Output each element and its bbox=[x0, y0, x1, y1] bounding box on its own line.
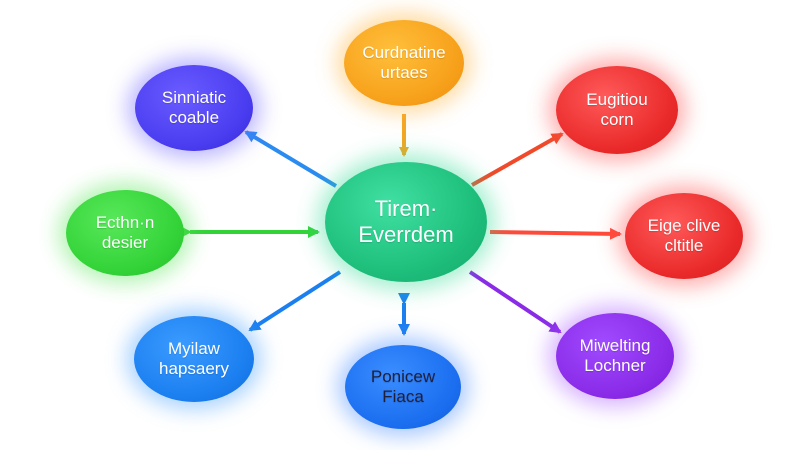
node-top-left[interactable]: Sinniatic coable bbox=[135, 65, 253, 151]
node-top-right[interactable]: Eugitiou corn bbox=[556, 66, 678, 154]
node-left-line-2: desier bbox=[101, 233, 149, 252]
node-bottom-line-1: Ponicew bbox=[370, 366, 436, 386]
center-node-line-1: Tirem· bbox=[374, 195, 438, 221]
center-node[interactable]: Tirem· Everrdem bbox=[325, 162, 487, 282]
node-bottom-right[interactable]: Miwelting Lochner bbox=[556, 313, 674, 399]
connector-bottom-right bbox=[468, 270, 562, 334]
node-bottom-left-line-1: Myilaw bbox=[168, 338, 220, 358]
node-top-left-line-1: Sinniatic bbox=[161, 87, 227, 107]
node-top-line-2: urtaes bbox=[380, 63, 428, 82]
node-right-line-2: cltitle bbox=[664, 236, 704, 255]
node-left-line-1: Ecthn·n bbox=[95, 212, 155, 232]
node-top-right-line-2: corn bbox=[600, 110, 634, 129]
connector-right bbox=[489, 227, 622, 240]
node-bottom-left[interactable]: Myilaw hapsaery bbox=[134, 316, 254, 402]
node-top[interactable]: Curdnatine urtaes bbox=[344, 20, 464, 106]
node-bottom-right-line-2: Lochner bbox=[584, 356, 646, 375]
connector-top-right bbox=[471, 132, 564, 187]
node-top-line-1: Curdnatine bbox=[362, 42, 446, 62]
node-left[interactable]: Ecthn·n desier bbox=[66, 190, 184, 276]
node-right-line-1: Eige clive bbox=[647, 215, 721, 235]
node-bottom-left-line-2: hapsaery bbox=[159, 359, 229, 378]
connector-bottom-left bbox=[248, 270, 342, 332]
node-top-left-line-2: coable bbox=[168, 108, 220, 127]
node-bottom[interactable]: Ponicew Fiaca bbox=[345, 345, 461, 429]
node-bottom-right-line-1: Miwelting bbox=[579, 335, 651, 355]
node-top-right-line-1: Eugitiou bbox=[586, 89, 648, 109]
node-bottom-line-2: Fiaca bbox=[382, 387, 424, 406]
node-right[interactable]: Eige clive cltitle bbox=[625, 193, 743, 279]
center-node-line-2: Everrdem bbox=[358, 222, 454, 247]
connector-top-left bbox=[244, 130, 338, 188]
